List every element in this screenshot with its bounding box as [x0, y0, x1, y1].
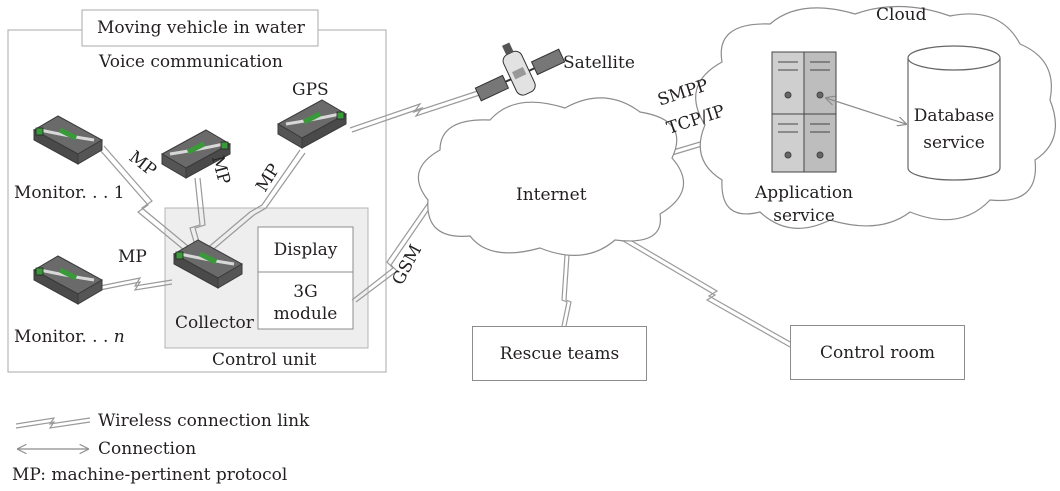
- app-service-label-2: service: [773, 206, 835, 226]
- app-db-connection: [826, 98, 906, 124]
- display-box: [257, 226, 354, 273]
- control-unit-label: Control unit: [212, 350, 317, 370]
- monitor-1-device: [34, 116, 102, 164]
- internet-cloud: [417, 97, 685, 256]
- db-service-label-2: service: [923, 133, 985, 153]
- module-label-2: module: [273, 304, 338, 324]
- db-service-label-1: Database: [913, 106, 995, 126]
- module-box: [257, 271, 354, 330]
- database-icon: [907, 45, 1001, 181]
- legend-connection-label: Connection: [98, 439, 197, 459]
- collector-label: Collector: [175, 313, 254, 333]
- rescue-teams-label: Rescue teams: [499, 344, 620, 364]
- monitor-n-device: [34, 256, 102, 304]
- vehicle-title: Moving vehicle in water: [97, 18, 305, 38]
- control-room-box: Control room: [790, 325, 965, 380]
- wireless-links: [99, 81, 793, 348]
- satellite-label: Satellite: [563, 53, 635, 73]
- application-server-icon: [771, 51, 837, 173]
- monitor-1-label: Monitor. . . 1: [14, 183, 125, 203]
- legend-wireless-symbol: [15, 417, 91, 429]
- monitor-n-label: Monitor. . . n: [14, 327, 125, 347]
- mp-label-monitorn: MP: [118, 247, 147, 267]
- rescue-teams-box: Rescue teams: [472, 326, 647, 381]
- gps-device: [278, 100, 346, 148]
- app-service-label-1: Application: [754, 183, 854, 203]
- legend-wireless-label: Wireless connection link: [98, 411, 310, 431]
- module-label-1: 3G: [293, 282, 318, 302]
- gps-label: GPS: [292, 80, 329, 100]
- voice-label: Voice communication: [99, 52, 283, 72]
- cloud-label: Cloud: [876, 5, 927, 25]
- internet-label: Internet: [516, 185, 587, 205]
- monitor-n-prefix: Monitor. . .: [14, 327, 114, 347]
- monitor-n-suffix: n: [113, 327, 125, 347]
- display-label: Display: [273, 240, 338, 260]
- legend-mp-definition: MP: machine-pertinent protocol: [12, 465, 288, 485]
- satellite-icon: [474, 42, 566, 102]
- control-room-label: Control room: [820, 343, 935, 363]
